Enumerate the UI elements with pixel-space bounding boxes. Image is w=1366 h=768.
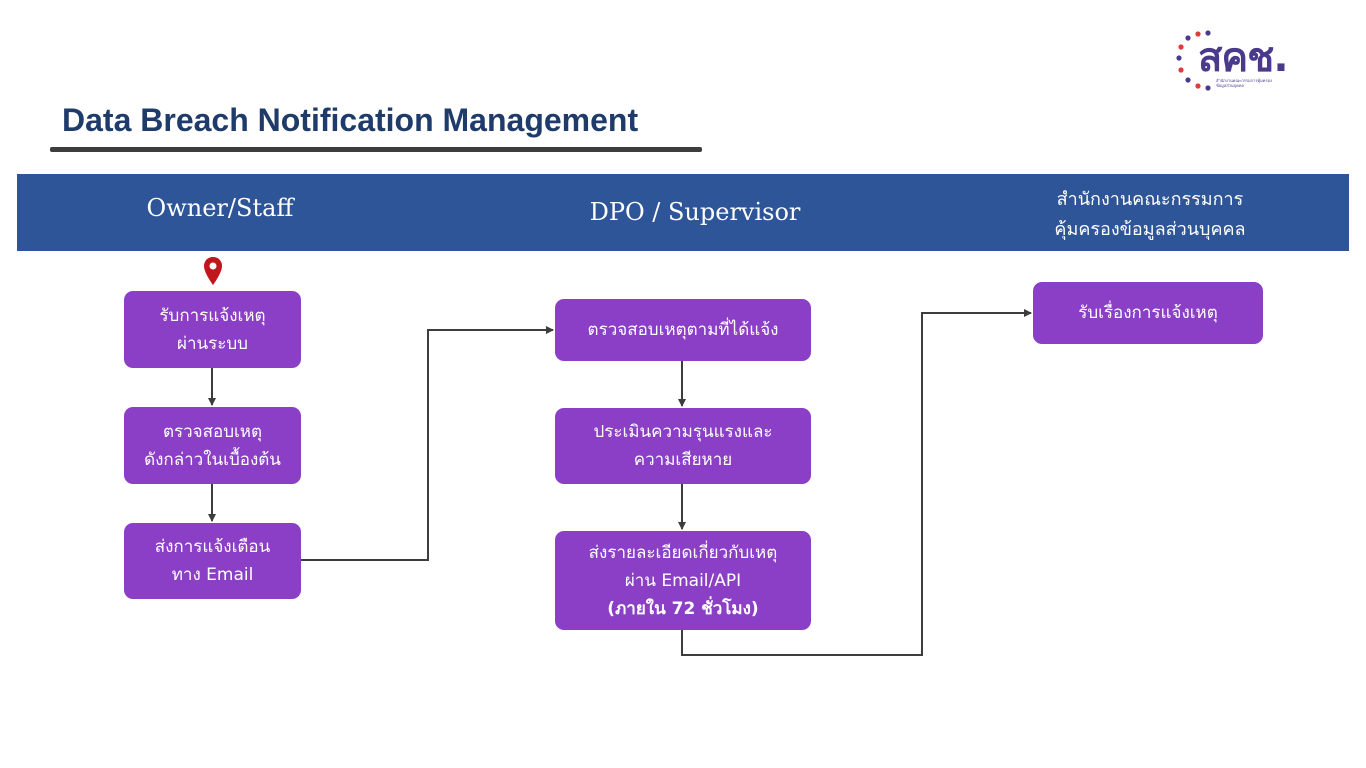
step-receive-report-line1: รับการแจ้งเหตุ — [159, 305, 266, 326]
step-send-details-line1: ส่งรายละเอียดเกี่ยวกับเหตุ — [588, 542, 778, 563]
lane-pdpc-office-line2: คุ้มครองข้อมูลส่วนบุคคล — [1054, 219, 1246, 240]
logo-subtitle-line: ข้อมูลส่วนบุคคล — [1216, 83, 1244, 88]
page-title: Data Breach Notification Management — [62, 102, 639, 138]
logo: สคช. สำนักงานคณะกรรมการคุ้มครอง ข้อมูลส่… — [1176, 28, 1306, 96]
step-assess-severity: ประเมินความรุนแรงและ ความเสียหาย — [555, 408, 811, 484]
step-send-details-deadline: (ภายใน 72 ชั่วโมง) — [607, 598, 759, 619]
lane-pdpc-office: สำนักงานคณะกรรมการ คุ้มครองข้อมูลส่วนบุค… — [1000, 185, 1300, 245]
lane-pdpc-office-line1: สำนักงานคณะกรรมการ — [1056, 189, 1244, 210]
connector-alert-to-verify — [301, 326, 554, 561]
step-send-details: ส่งรายละเอียดเกี่ยวกับเหตุ ผ่าน Email/AP… — [555, 531, 811, 630]
logo-subtitle: สำนักงานคณะกรรมการคุ้มครอง ข้อมูลส่วนบุค… — [1216, 78, 1306, 88]
logo-dots-icon — [1176, 30, 1211, 91]
step-send-alert: ส่งการแจ้งเตือน ทาง Email — [124, 523, 301, 599]
step-receive-case-line1: รับเรื่องการแจ้งเหตุ — [1078, 303, 1218, 323]
logo-text: สคช. — [1198, 35, 1289, 81]
step-verify-report-line1: ตรวจสอบเหตุตามที่ได้แจ้ง — [587, 320, 779, 340]
lane-dpo-supervisor: DPO / Supervisor — [589, 198, 801, 226]
step-verify-report: ตรวจสอบเหตุตามที่ได้แจ้ง — [555, 299, 811, 361]
step-send-alert-line2: ทาง Email — [171, 565, 254, 585]
step-assess-severity-line2: ความเสียหาย — [633, 450, 733, 470]
title-underline — [50, 147, 702, 152]
step-receive-report-line2: ผ่านระบบ — [177, 333, 248, 354]
step-initial-check-line2: ดังกล่าวในเบื้องต้น — [144, 449, 281, 470]
step-initial-check: ตรวจสอบเหตุ ดังกล่าวในเบื้องต้น — [124, 407, 301, 484]
step-assess-severity-line1: ประเมินความรุนแรงและ — [593, 422, 773, 442]
step-initial-check-line1: ตรวจสอบเหตุ — [162, 421, 263, 442]
step-send-details-line2: ผ่าน Email/API — [624, 570, 742, 591]
step-receive-case: รับเรื่องการแจ้งเหตุ — [1033, 282, 1263, 344]
swimlane-header — [17, 174, 1349, 251]
logo-subtitle-line: สำนักงานคณะกรรมการคุ้มครอง — [1216, 78, 1272, 83]
lane-owner-staff: Owner/Staff — [146, 194, 294, 222]
step-send-alert-line1: ส่งการแจ้งเตือน — [154, 537, 271, 557]
step-receive-report: รับการแจ้งเหตุ ผ่านระบบ — [124, 291, 301, 368]
map-pin-icon — [204, 257, 222, 285]
